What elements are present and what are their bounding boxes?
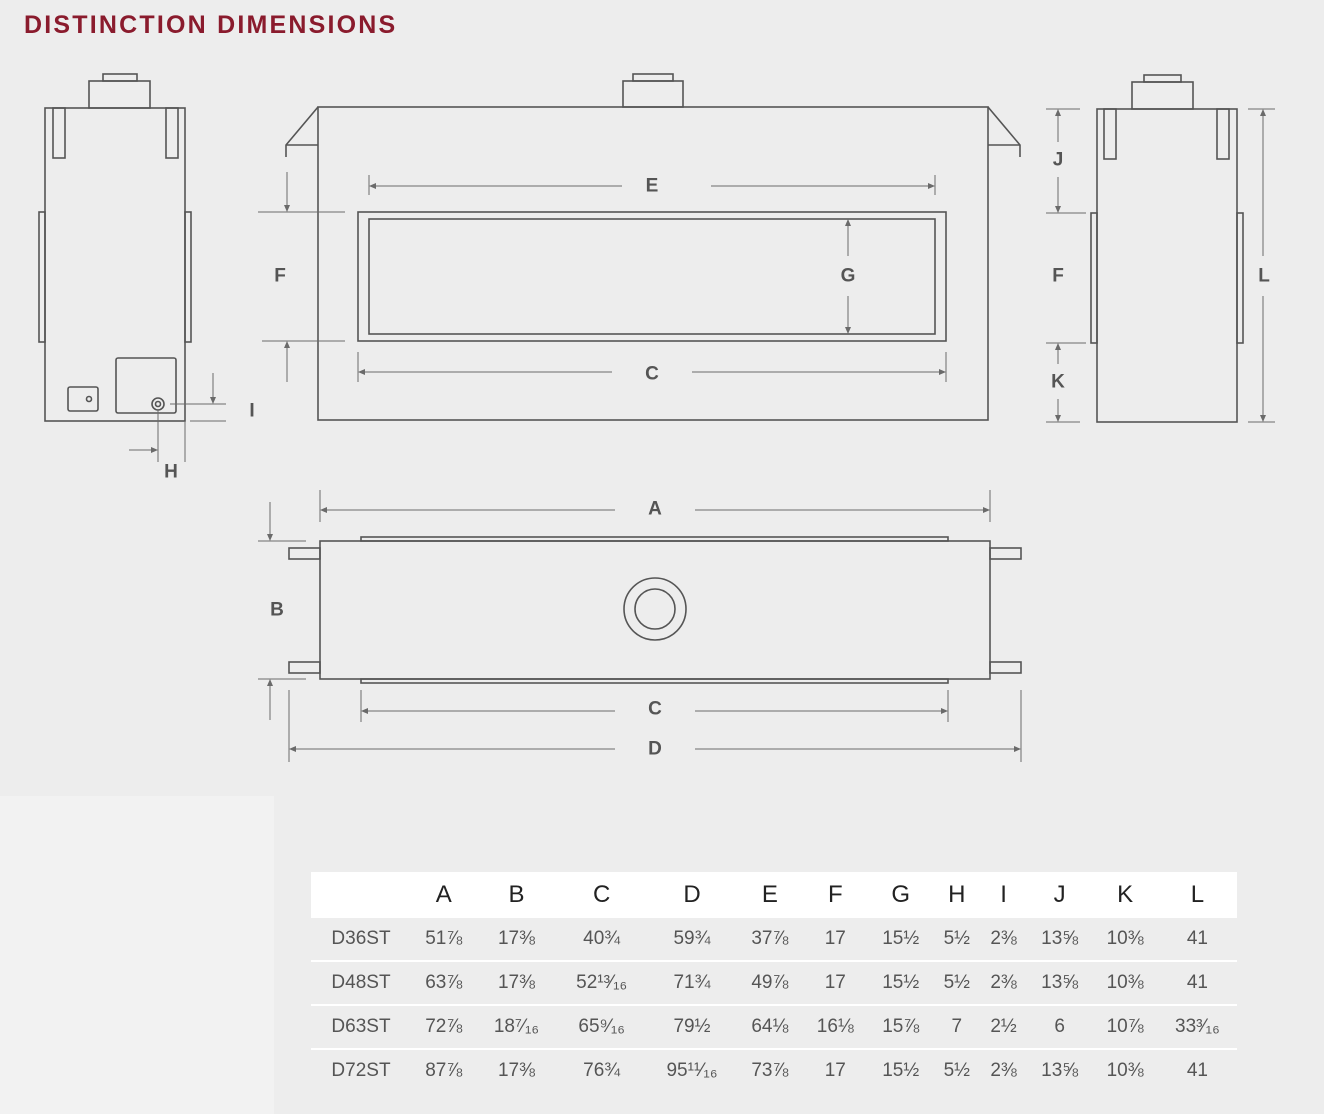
table-cell: 52¹³⁄₁₆ [556,961,647,1006]
table-cell: 17⅜ [476,961,557,1006]
dim-label-a: A [648,499,662,520]
column-header-k: K [1092,872,1158,918]
table-cell: 37⅞ [737,918,803,962]
table-cell: 41 [1157,961,1237,1006]
dim-label-l: L [1258,266,1270,287]
table-cell: 95¹¹⁄₁₆ [666,1060,718,1081]
table-cell: 87⅞ [425,1060,463,1081]
front-view [258,73,1021,421]
table-cell: 13⅝ [1041,1060,1079,1081]
right-side-view [1046,74,1275,423]
column-header-e: E [737,872,803,918]
table-cell: 15⅞ [868,1005,934,1050]
table-row: D36ST 51⅞ 17⅜ 40¾ 59¾ 37⅞ 17 15½ 5½ 2⅜ 1… [311,918,1237,962]
column-header-l: L [1157,872,1237,918]
table-cell: 15½ [868,918,934,962]
table-cell: 10⅜ [1092,918,1158,962]
table-cell: 5½ [933,918,981,962]
dim-label-i: I [249,401,254,422]
table-cell: 59¾ [646,918,738,962]
table-cell: 5½ [943,1060,971,1081]
table-cell: 2⅜ [990,1060,1017,1081]
dim-label-d: D [648,739,662,760]
column-header-a: A [411,872,477,918]
column-header-g: G [868,872,934,918]
model-cell: D63ST [311,1005,411,1050]
page-title: DISTINCTION DIMENSIONS [24,11,398,39]
column-header-j: J [1026,872,1093,918]
table-cell: 76¾ [583,1060,621,1081]
table-cell: 71¾ [646,961,738,1006]
table-cell: 18⁷⁄₁₆ [476,1005,557,1050]
model-cell: D72ST [331,1060,391,1081]
table-cell: 10⅞ [1092,1005,1158,1050]
dim-label-g: G [841,266,856,287]
background-panel [0,796,274,1114]
dim-label-h: H [164,462,178,483]
table-cell: 49⅞ [737,961,803,1006]
dim-label-f-front: F [274,266,286,287]
table-cell: 65⁹⁄₁₆ [556,1005,647,1050]
table-cell: 2⅜ [980,961,1027,1006]
left-side-view [38,73,226,462]
table-cell: 17⅜ [476,918,557,962]
table-cell: 6 [1026,1005,1093,1050]
dim-label-j: J [1053,150,1064,171]
table-cell: 40¾ [556,918,647,962]
dim-label-k: K [1051,372,1065,393]
table-cell: 2⅜ [980,918,1027,962]
header-row: A B C D E F G H I J K L [311,872,1237,918]
table-row: D48ST 63⅞ 17⅜ 52¹³⁄₁₆ 71¾ 49⅞ 17 15½ 5½ … [311,961,1237,1006]
dim-label-b: B [270,600,284,621]
table-cell: 33³⁄₁₆ [1157,1005,1237,1050]
table-cell: 15½ [882,1060,920,1081]
dimensions-diagram: E G F C I H J F K L A B C D [38,73,1275,762]
table-cell: 13⅝ [1026,918,1093,962]
column-header-c: C [556,872,647,918]
table-cell: 17 [802,918,869,962]
table-cell: 13⅝ [1026,961,1093,1006]
table-cell: 41 [1157,918,1237,962]
dim-label-e: E [646,176,659,197]
table-row: D63ST 72⅞ 18⁷⁄₁₆ 65⁹⁄₁₆ 79½ 64⅛ 16⅛ 15⅞ … [311,1005,1237,1050]
dim-label-c-front: C [645,364,659,385]
table-cell: 17⅜ [497,1060,535,1081]
table-cell: 15½ [868,961,934,1006]
column-header-d: D [646,872,738,918]
table-cell: 2½ [980,1005,1027,1050]
table-cell: 64⅛ [737,1005,803,1050]
dim-label-f-side: F [1052,266,1064,287]
column-header-b: B [476,872,557,918]
dimensions-table: A B C D E F G H I J K L D36ST 51⅞ 17⅜ 40… [311,872,1237,1092]
column-header-i: I [980,872,1027,918]
table-cell: 72⅞ [411,1005,477,1050]
table-cell: 17 [824,1060,846,1081]
table-cell: 51⅞ [411,918,477,962]
column-header-h: H [933,872,981,918]
table-cell: 5½ [933,961,981,1006]
column-header-f: F [802,872,869,918]
column-header-model [311,872,411,918]
model-cell: D36ST [311,918,411,962]
top-view [258,490,1022,762]
table-row: D72ST 87⅞ 17⅜ 76¾ 95¹¹⁄₁₆ 73⅞ 17 15½ 5½ … [311,1049,1237,1092]
table-cell: 63⅞ [411,961,477,1006]
table-cell: 10⅜ [1092,961,1158,1006]
table-cell: 79½ [646,1005,738,1050]
table-cell: 17 [802,961,869,1006]
table-cell: 10⅜ [1106,1060,1144,1081]
table-cell: 41 [1186,1060,1208,1081]
table-header: A B C D E F G H I J K L [311,872,1237,918]
table-cell: 16⅛ [802,1005,869,1050]
table-cell: 73⅞ [751,1060,789,1081]
table-cell: 7 [933,1005,981,1050]
model-cell: D48ST [311,961,411,1006]
dim-label-c-top: C [648,699,662,720]
